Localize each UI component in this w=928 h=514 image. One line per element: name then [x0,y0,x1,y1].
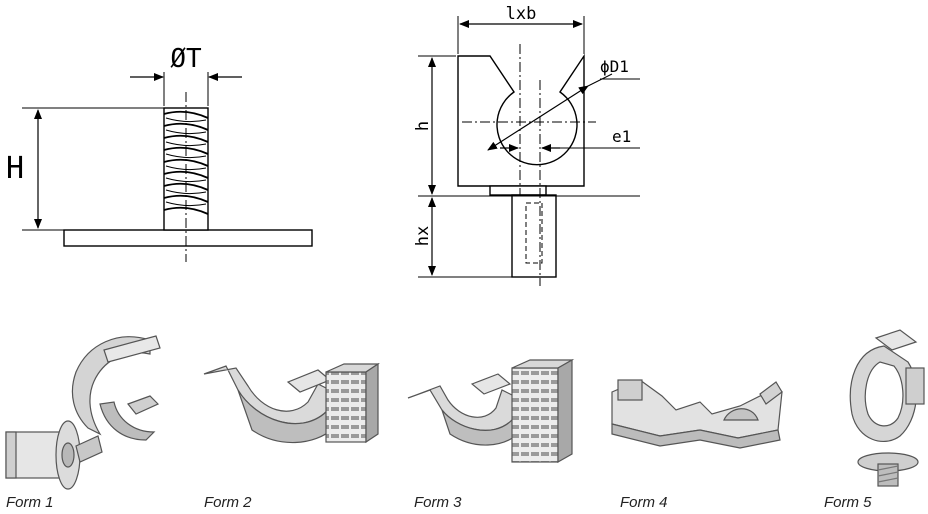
form-2-illustration [203,362,380,444]
clip-stem-inner [525,202,543,264]
form-5-caption: Form 5 [824,494,872,511]
form-3-caption: Form 3 [414,494,462,511]
clip-block-step [489,185,547,196]
clip-block-body [457,53,585,187]
form-5-illustration [849,329,925,487]
form-1-caption: Form 1 [6,494,54,511]
diameter-label: ØT [170,44,202,74]
hole-dim-line [487,85,589,151]
hole-diameter-label: ϕD1 [600,57,629,76]
offset-label: e1 [612,127,631,146]
form-3-illustration [407,358,575,464]
form-1-illustration [5,335,161,490]
form-4-illustration [611,379,783,449]
screw-drawing [22,72,313,262]
clip-stem [511,194,557,278]
form-4-caption: Form 4 [620,494,668,511]
width-label: lxb [506,4,537,24]
form-2-caption: Form 2 [204,494,252,511]
screw-base-plate [63,229,313,247]
height-label: H [6,151,24,186]
hx-label: hx [413,226,433,246]
h-label: h [413,121,433,131]
block-clip-drawing [418,16,640,286]
